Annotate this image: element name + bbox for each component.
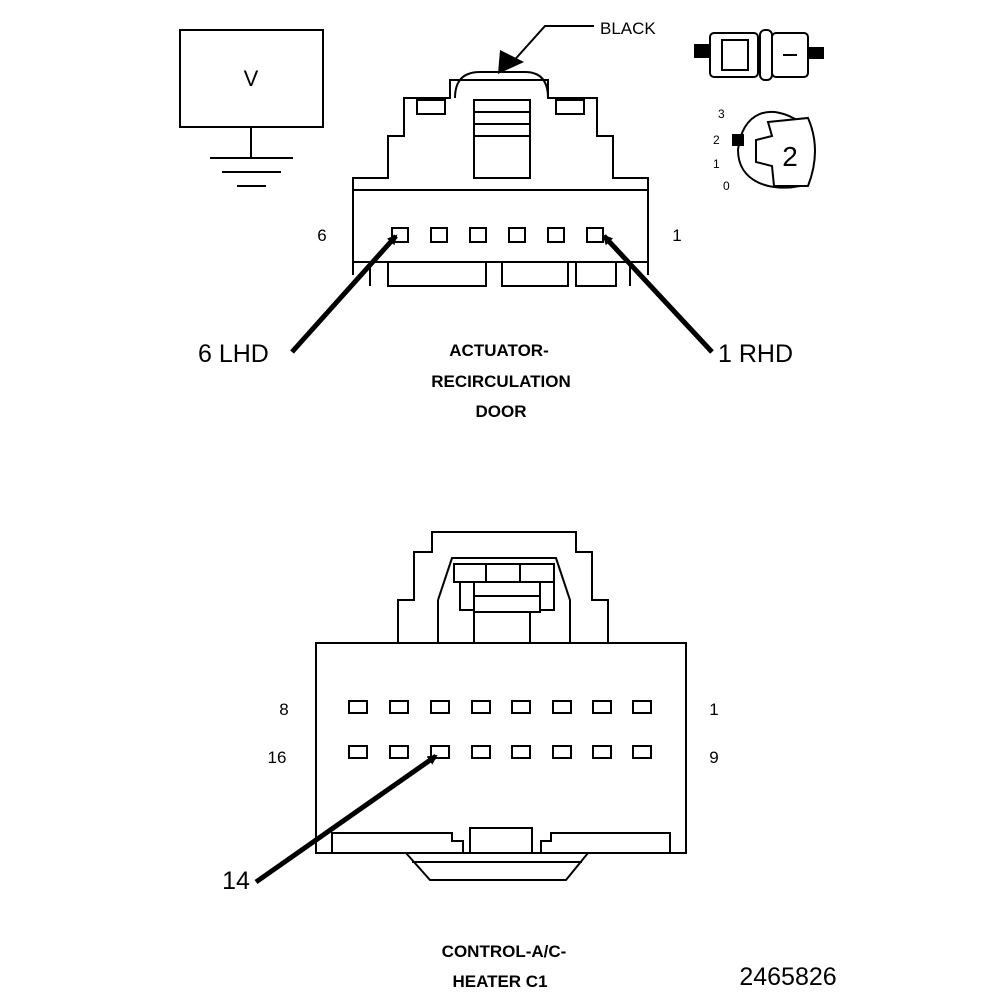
figure-number: 2465826 xyxy=(739,963,836,991)
scale-2: 2 xyxy=(713,133,720,147)
pin-cavity xyxy=(389,700,409,714)
bottom-rail-left xyxy=(331,832,464,853)
pin-row-2 xyxy=(348,745,652,759)
pin-cavity xyxy=(430,227,448,243)
indicator-ring xyxy=(736,110,801,189)
pin-cavity xyxy=(348,745,368,759)
callout-arrow-left xyxy=(290,234,398,354)
callout-right: 1 RHD xyxy=(718,340,793,368)
bottom-key-left xyxy=(387,261,487,287)
connector-name-line-1: ACTUATOR- xyxy=(449,341,548,360)
connector-side-view-icon xyxy=(694,29,824,81)
pin-cavity xyxy=(469,227,487,243)
pin-cavity xyxy=(430,745,450,759)
control-name-line-2: HEATER C1 xyxy=(452,972,547,991)
row1-right-number: 1 xyxy=(709,700,718,719)
connector-name-line-3: DOOR xyxy=(476,402,527,421)
pin-cavity xyxy=(471,700,491,714)
pin-right-number: 1 xyxy=(672,226,681,245)
pin-cavity xyxy=(552,745,572,759)
bottom-key-middle xyxy=(501,261,569,287)
side-view-part xyxy=(721,39,749,71)
callout-arrow-14 xyxy=(254,753,438,885)
control-body xyxy=(315,642,687,854)
pin-cavity xyxy=(348,700,368,714)
color-arrowhead xyxy=(498,50,524,74)
side-view-part xyxy=(694,44,712,58)
row1-left-number: 8 xyxy=(279,700,288,719)
pin-cavity xyxy=(552,700,572,714)
latch-housing xyxy=(397,531,609,643)
pin-cavity xyxy=(592,700,612,714)
pin-cavity xyxy=(632,700,652,714)
pin-cavity xyxy=(511,745,531,759)
connector-name-line-2: RECIRCULATION xyxy=(431,372,570,391)
latch-top-bar xyxy=(453,563,555,583)
scale-3: 3 xyxy=(718,107,725,121)
connector-body-outline xyxy=(352,79,649,275)
voltmeter-symbol: V xyxy=(179,29,324,187)
control-name-line-1: CONTROL-A/C- xyxy=(442,942,567,961)
left-tab xyxy=(416,99,446,115)
indicator-knob xyxy=(755,116,816,187)
pin-cavity xyxy=(389,745,409,759)
side-view-part xyxy=(759,29,773,81)
right-tab xyxy=(555,99,585,115)
actuator-connector: BLACK 6 1 6 LHD 1 RHD ACTUATOR- RECIRCUL… xyxy=(198,19,793,421)
latch-post xyxy=(459,581,475,611)
row2-right-number: 9 xyxy=(709,748,718,767)
callout-arrow-right xyxy=(602,234,714,354)
pin-cavity xyxy=(586,227,604,243)
bottom-rail-right xyxy=(540,832,671,853)
latch-post xyxy=(539,581,555,611)
color-leader-line xyxy=(509,25,594,66)
side-view-part xyxy=(808,47,824,59)
pin-left-number: 6 xyxy=(317,226,326,245)
indicator-value: 2 xyxy=(782,141,798,172)
bottom-skirt xyxy=(405,852,589,881)
pin-cavity xyxy=(471,745,491,759)
pin-cavity xyxy=(430,700,450,714)
scale-1: 1 xyxy=(713,157,720,171)
indicator-pointer xyxy=(732,134,744,146)
pin-row-1 xyxy=(348,700,652,714)
color-label: BLACK xyxy=(600,19,656,38)
callout-left: 6 LHD xyxy=(198,340,269,368)
bottom-key xyxy=(469,827,533,854)
bottom-key-right xyxy=(575,261,617,287)
latch-window xyxy=(473,99,531,179)
pin-cavity xyxy=(511,700,531,714)
pin-cavity xyxy=(632,745,652,759)
callout-14: 14 xyxy=(222,867,250,895)
latch-frame xyxy=(437,557,571,643)
row2-left-number: 16 xyxy=(268,748,287,767)
voltmeter-label: V xyxy=(244,66,259,91)
pin-row xyxy=(391,227,604,243)
pin-cavity xyxy=(547,227,565,243)
scale-0: 0 xyxy=(723,179,730,193)
pin-cavity xyxy=(508,227,526,243)
latch-cap xyxy=(454,71,549,99)
position-indicator-icon: 3 2 1 0 2 xyxy=(713,107,816,193)
control-connector: 8 1 16 9 14 CONTROL-A/C- HEATER C1 xyxy=(222,531,719,991)
pin-cavity xyxy=(592,745,612,759)
